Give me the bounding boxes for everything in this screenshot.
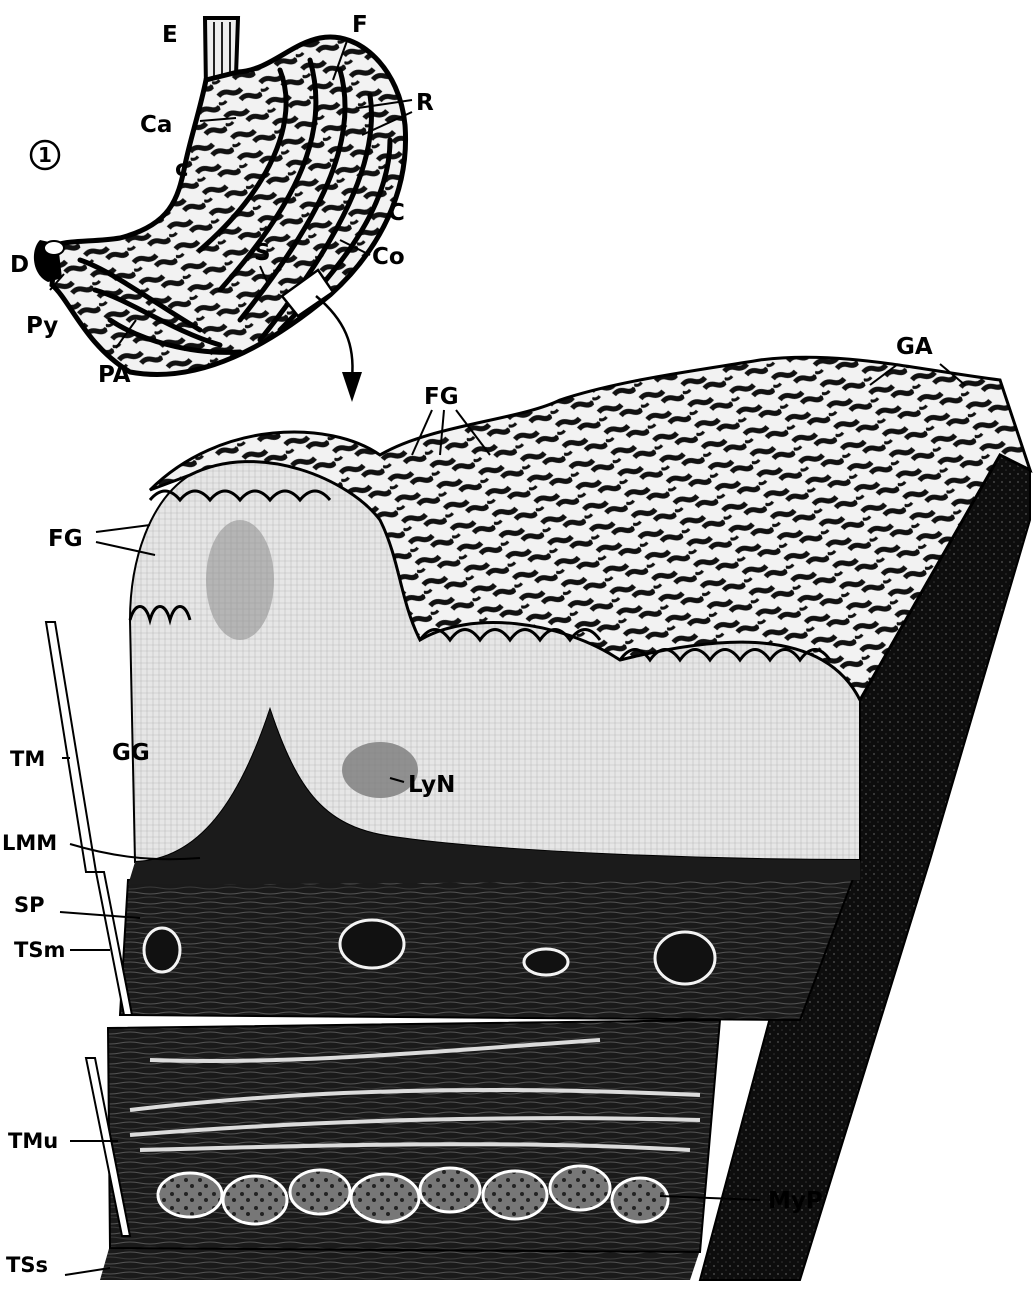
label-LMM: LMM bbox=[2, 831, 57, 855]
label-PA: PA bbox=[98, 362, 131, 388]
label-GG: GG bbox=[112, 740, 150, 766]
label-D: D bbox=[10, 252, 29, 278]
label-TSs: TSs bbox=[6, 1253, 48, 1277]
label-MyP: MyP bbox=[768, 1188, 823, 1214]
label-SP: SP bbox=[14, 893, 45, 917]
label-Co: Co bbox=[372, 244, 405, 270]
label-Ca: Ca bbox=[140, 112, 172, 138]
arrow-to-section bbox=[316, 296, 353, 378]
label-TMu: TMu bbox=[8, 1129, 58, 1153]
figure-number-badge: 1 bbox=[31, 141, 59, 169]
label-F: F bbox=[352, 12, 368, 38]
label-Py: Py bbox=[26, 313, 58, 339]
label-GA: GA bbox=[896, 334, 933, 360]
label-S: S bbox=[254, 240, 271, 266]
label-LyN: LyN bbox=[408, 772, 455, 798]
label-c: c bbox=[175, 156, 189, 182]
label-R: R bbox=[416, 90, 434, 116]
label-TSm: TSm bbox=[14, 938, 65, 962]
label-FG-top: FG bbox=[424, 384, 459, 410]
figure-number: 1 bbox=[38, 143, 52, 167]
tissue-block bbox=[100, 357, 1030, 1280]
lymph-nodule bbox=[342, 742, 418, 798]
stomach-overview-drawing bbox=[34, 18, 406, 402]
label-TM: TM bbox=[10, 747, 45, 771]
label-FG-left: FG bbox=[48, 526, 83, 552]
label-C: C bbox=[388, 200, 405, 226]
label-E: E bbox=[162, 22, 178, 48]
